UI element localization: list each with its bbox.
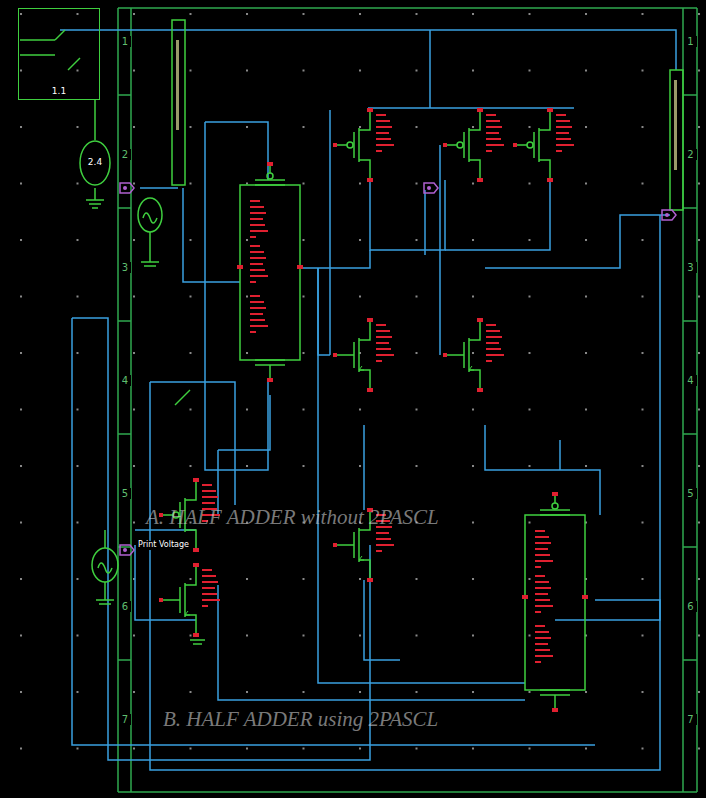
zone-number: 3 [119, 262, 131, 273]
zone-number: 1 [119, 36, 131, 47]
value-text: 1.1 [52, 87, 66, 97]
probe-label: Print Voltage [137, 541, 190, 550]
voltage-source: 2.4 [79, 140, 111, 186]
zone-number: 3 [684, 262, 697, 273]
zone-number: 5 [119, 488, 131, 499]
zone-number: 5 [684, 488, 697, 499]
value-text: 2.4 [88, 158, 102, 168]
zone-number: 2 [684, 149, 697, 160]
watermark: A. HALF ADDER without 2PASCL [146, 506, 439, 529]
zone-number: 7 [684, 714, 697, 725]
zone-number: 6 [119, 601, 131, 612]
zone-number: 4 [119, 375, 131, 386]
zone-number: 7 [119, 714, 131, 725]
zone-number: 1 [684, 36, 697, 47]
zone-number: 4 [684, 375, 697, 386]
supply-box: 1.1 [18, 8, 100, 100]
zone-number: 2 [119, 149, 131, 160]
supply-wire [94, 100, 96, 140]
zone-number: 6 [684, 601, 697, 612]
watermark: B. HALF ADDER using 2PASCL [163, 708, 438, 731]
